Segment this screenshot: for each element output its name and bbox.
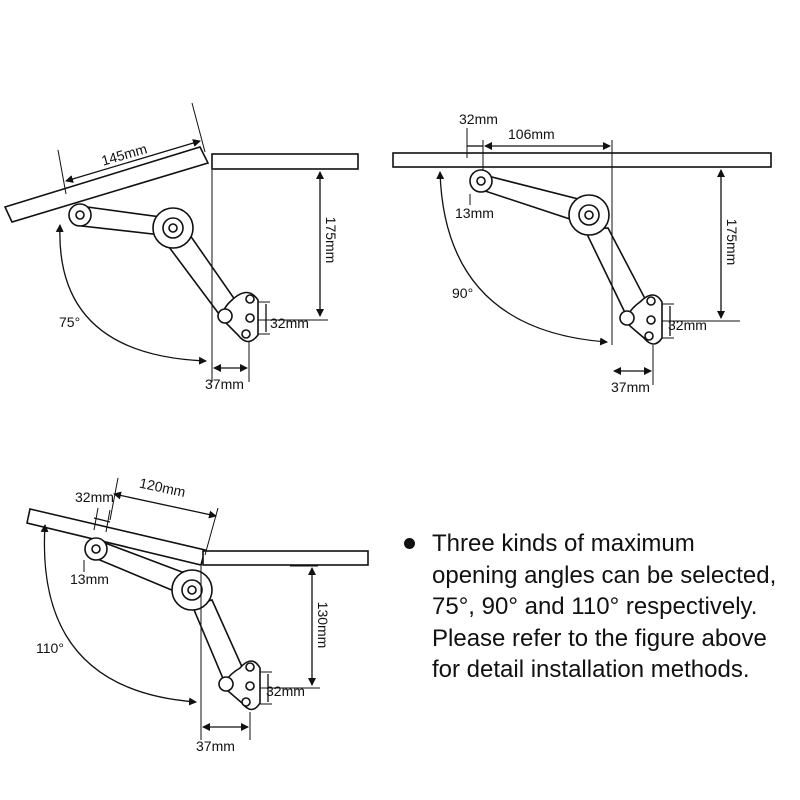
bracket-pivot-90 [619,310,635,326]
dim-arm-length-110: 120mm [138,475,187,500]
dim-bracket-height-90: 32mm [668,317,707,333]
bracket-screw-top-90 [646,296,656,306]
ext-line-145-left [57,149,67,195]
bracket-screw-top-75 [245,294,255,304]
cabinet-top-110 [202,550,369,566]
pivot-lid-hole-110 [91,544,101,554]
bracket-screw-bot-75 [241,329,251,339]
dim-height-75: 175mm [323,217,339,264]
dim-height-110: 130mm [315,602,331,649]
bracket-screw-bot-90 [644,331,654,341]
angle-arc-75 [55,224,207,365]
dim-bracket-offset-90: 37mm [611,379,650,395]
pivot-lid-hole-75 [75,210,85,220]
ext-line-145-right [191,102,206,153]
pivot-main-hole-110 [187,585,197,595]
dim-pivot-size-110: 13mm [70,571,109,587]
dim-pivot-gap-110: 32mm [75,489,114,505]
pivot-main-hole-90 [584,210,594,220]
bracket-pivot-110 [218,676,234,692]
angle-arc-110 [40,524,197,706]
figure-90: 32mm 106mm 13mm 175mm 32mm 37mm 90° [392,111,772,395]
dim-line-120-110 [113,491,217,519]
angle-label-110: 110° [36,640,64,656]
bracket-pivot-75 [217,308,233,324]
dim-height-90: 175mm [724,219,740,266]
dim-line-145 [65,139,201,183]
dim-arm-length-90: 106mm [508,126,555,142]
figure-110: 32mm 120mm 13mm 130mm 32mm 37mm 110° [26,475,369,754]
dim-bracket-height-110: 32mm [266,683,305,699]
dim-line-32-110 [93,517,111,523]
dim-bracket-height-75: 32mm [270,315,309,331]
bullet-dot [404,538,415,549]
dim-bracket-offset-110: 37mm [196,738,235,754]
pivot-main-hole-75 [168,223,178,233]
dim-bracket-offset-75: 37mm [205,376,244,392]
dim-pivot-gap-90: 32mm [459,111,498,127]
dim-pivot-size-90: 13mm [455,205,494,221]
bracket-screw-mid-90 [646,315,656,325]
bracket-screw-mid-75 [245,313,255,323]
installation-note: Three kinds of maximum opening angles ca… [404,528,784,686]
figure-75: 145mm 175mm 32mm 37mm 75° [3,102,359,392]
bracket-screw-top-110 [245,662,255,672]
angle-label-90: 90° [452,285,473,301]
cabinet-top-75 [211,153,359,170]
angle-arc-90 [436,171,608,346]
pivot-lid-hole-90 [476,176,486,186]
angle-label-75: 75° [59,314,80,330]
bracket-screw-mid-110 [245,681,255,691]
lid-board-90 [392,152,772,168]
note-text: Three kinds of maximum opening angles ca… [432,530,777,683]
bracket-screw-bot-110 [241,697,251,707]
